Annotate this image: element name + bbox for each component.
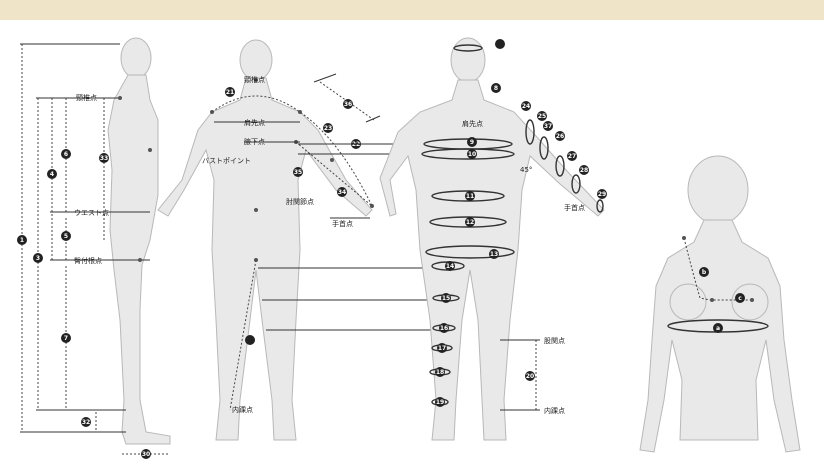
label-waki-ten: 腋下点 bbox=[244, 137, 265, 146]
measurement-diagram: 頸椎点 ウエスト点 臀付根点 1 3 4 6 5 7 33 32 30 頸椎点 bbox=[0, 20, 824, 469]
badge-c: c bbox=[735, 293, 745, 303]
label-naika-front: 内踝点 bbox=[544, 406, 565, 415]
label-naika-back: 内踝点 bbox=[232, 405, 253, 414]
badge-26: 26 bbox=[555, 131, 565, 141]
label-kata-ten-front: 肩先点 bbox=[462, 119, 483, 128]
label-waist: ウエスト点 bbox=[74, 209, 109, 217]
badge-31 bbox=[495, 39, 505, 49]
svg-text:24: 24 bbox=[522, 103, 530, 110]
svg-text:b: b bbox=[702, 269, 707, 276]
svg-text:11: 11 bbox=[466, 193, 474, 200]
svg-text:1: 1 bbox=[20, 237, 24, 244]
svg-text:20: 20 bbox=[526, 373, 534, 380]
svg-text:26: 26 bbox=[556, 133, 564, 140]
badge-4: 4 bbox=[47, 169, 57, 179]
badge-12: 12 bbox=[465, 217, 475, 227]
badge-27: 27 bbox=[567, 151, 577, 161]
svg-text:36: 36 bbox=[344, 101, 352, 108]
badge-23: 23 bbox=[323, 123, 333, 133]
badge-10: 10 bbox=[467, 149, 477, 159]
label-bust-point: バストポイント bbox=[202, 157, 251, 165]
badge-13: 13 bbox=[489, 249, 499, 259]
figure-female-bust: b c a bbox=[640, 156, 800, 452]
badge-32: 32 bbox=[81, 417, 91, 427]
svg-text:c: c bbox=[738, 295, 742, 302]
svg-text:32: 32 bbox=[82, 419, 90, 426]
svg-text:23: 23 bbox=[324, 125, 332, 132]
figure-back-view: 頸椎点 肩先点 腋下点 バストポイント 肘関節点 手首点 内踝点 21 23 2… bbox=[158, 40, 380, 440]
svg-text:13: 13 bbox=[490, 251, 498, 258]
badge-19: 19 bbox=[435, 397, 445, 407]
svg-text:25: 25 bbox=[538, 113, 546, 120]
svg-text:3: 3 bbox=[36, 255, 40, 262]
figure-side-view: 頸椎点 ウエスト点 臀付根点 1 3 4 6 5 7 33 32 30 bbox=[17, 38, 170, 459]
svg-text:16: 16 bbox=[440, 325, 448, 332]
badge-a: a bbox=[713, 323, 723, 333]
svg-text:33: 33 bbox=[100, 155, 108, 162]
label-kei-ten-back: 頸椎点 bbox=[244, 75, 265, 84]
label-tekubi-front: 手首点 bbox=[564, 203, 585, 212]
svg-text:17: 17 bbox=[438, 345, 446, 352]
svg-text:12: 12 bbox=[466, 219, 474, 226]
svg-text:8: 8 bbox=[494, 85, 498, 92]
badge-7: 7 bbox=[61, 333, 71, 343]
badge-21: 21 bbox=[225, 87, 235, 97]
badge-30: 30 bbox=[141, 449, 151, 459]
svg-text:4: 4 bbox=[50, 171, 54, 178]
badge-24: 24 bbox=[521, 101, 531, 111]
svg-text:29: 29 bbox=[598, 191, 606, 198]
badge-37: 37 bbox=[543, 121, 553, 131]
svg-text:a: a bbox=[716, 325, 720, 332]
svg-text:28: 28 bbox=[580, 167, 588, 174]
label-hiji: 肘関節点 bbox=[286, 197, 314, 206]
badge-17: 17 bbox=[437, 343, 447, 353]
label-angle: 45° bbox=[520, 166, 532, 174]
label-kei-ten: 頸椎点 bbox=[76, 93, 97, 102]
svg-text:5: 5 bbox=[64, 233, 68, 240]
badge-20: 20 bbox=[525, 371, 535, 381]
badge-29: 29 bbox=[597, 189, 607, 199]
badge-33: 33 bbox=[99, 153, 109, 163]
svg-text:35: 35 bbox=[294, 169, 302, 176]
label-kata-ten-back: 肩先点 bbox=[244, 118, 265, 127]
svg-text:34: 34 bbox=[338, 189, 346, 196]
svg-text:21: 21 bbox=[226, 89, 234, 96]
badge-14: 14 bbox=[445, 261, 455, 271]
badge-25: 25 bbox=[537, 111, 547, 121]
svg-text:37: 37 bbox=[544, 123, 552, 130]
badge-15: 15 bbox=[441, 293, 451, 303]
svg-text:27: 27 bbox=[568, 153, 576, 160]
svg-text:14: 14 bbox=[446, 263, 454, 270]
svg-text:19: 19 bbox=[436, 399, 444, 406]
figure-front-view: 肩先点 45° 手首点 股関点 内踝点 8 9 10 11 12 13 14 1… bbox=[380, 38, 607, 440]
svg-text:15: 15 bbox=[442, 295, 450, 302]
svg-text:9: 9 bbox=[470, 139, 474, 146]
badge-5: 5 bbox=[61, 231, 71, 241]
top-band bbox=[0, 0, 824, 20]
svg-text:18: 18 bbox=[436, 369, 444, 376]
badge-6: 6 bbox=[61, 149, 71, 159]
badge-b: b bbox=[699, 267, 709, 277]
badge-3: 3 bbox=[33, 253, 43, 263]
svg-text:30: 30 bbox=[142, 451, 150, 458]
badge-1: 1 bbox=[17, 235, 27, 245]
badge-8: 8 bbox=[491, 83, 501, 93]
svg-text:7: 7 bbox=[64, 335, 68, 342]
badge-11: 11 bbox=[465, 191, 475, 201]
badge-34: 34 bbox=[337, 187, 347, 197]
label-kanran: 股関点 bbox=[544, 337, 565, 345]
label-tekubi-back: 手首点 bbox=[332, 219, 353, 228]
badge-28: 28 bbox=[579, 165, 589, 175]
badge-18: 18 bbox=[435, 367, 445, 377]
badge-9: 9 bbox=[467, 137, 477, 147]
badge-16: 16 bbox=[439, 323, 449, 333]
badge-2 bbox=[245, 335, 255, 345]
badge-35: 35 bbox=[293, 167, 303, 177]
svg-text:6: 6 bbox=[64, 151, 68, 158]
badge-36: 36 bbox=[343, 99, 353, 109]
label-kakato: 臀付根点 bbox=[74, 256, 102, 265]
svg-text:10: 10 bbox=[468, 151, 476, 158]
